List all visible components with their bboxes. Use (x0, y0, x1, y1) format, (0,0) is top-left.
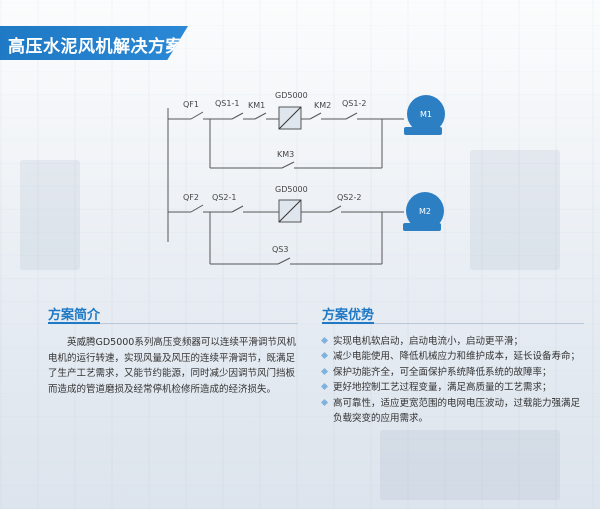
intro-title: 方案简介 (48, 308, 101, 323)
background-machinery (20, 160, 80, 270)
diamond-bullet-icon (320, 383, 329, 391)
intro-divider (48, 323, 298, 324)
advantages-list: 实现电机软启动，启动电流小，启动更平滑； 减少电能使用、降低机械应力和维护成本，… (320, 334, 586, 427)
qf1-breaker-symbol (190, 111, 204, 120)
label-qs1-2: QS1-2 (342, 99, 366, 108)
label-qs3: QS3 (272, 245, 288, 254)
label-qf1: QF1 (183, 100, 199, 109)
diamond-bullet-icon (320, 336, 329, 345)
list-item: 减少电能使用、降低机械应力和维护成本，延长设备寿命； (320, 349, 586, 364)
label-gd5000-1: GD5000 (275, 91, 308, 100)
km2-contactor-symbol (309, 112, 322, 120)
background-machinery (470, 150, 560, 270)
gd5000-inverter-icon (278, 199, 302, 223)
label-m2: M2 (419, 207, 431, 216)
diamond-bullet-icon (320, 352, 329, 360)
qs3-bypass-symbol (277, 257, 291, 265)
km3-bypass-symbol (281, 161, 295, 169)
qs2-2-switch-symbol (329, 205, 342, 213)
intro-text: 英威腾GD5000系列高压变频器可以连续平滑调节风机电机的运行转速，实现风量及风… (48, 337, 296, 395)
title-banner: 高压水泥风机解决方案 (0, 26, 188, 60)
label-km1: KM1 (248, 101, 265, 110)
intro-divider-accent (48, 322, 100, 324)
circuit-diagram: QF1 QS1-1 KM1 GD5000 KM2 QS1-2 KM3 M1 QF… (167, 91, 445, 265)
gd5000-inverter-icon (278, 106, 302, 130)
motor-m2-icon (403, 192, 444, 231)
list-item: 保护功能齐全，可全面保护系统降低系统的故障率； (320, 365, 586, 380)
page-title: 高压水泥风机解决方案 (8, 37, 183, 57)
list-item: 更好地控制工艺过程变量，满足高质量的工艺需求； (320, 380, 586, 395)
qf2-breaker-symbol (190, 204, 204, 213)
label-gd5000-2: GD5000 (275, 185, 308, 194)
qs1-1-switch-symbol (231, 112, 244, 120)
background-machinery (380, 430, 560, 500)
motor-m1-icon (404, 95, 445, 135)
label-m1: M1 (420, 110, 432, 119)
list-item: 实现电机软启动，启动电流小，启动更平滑； (320, 334, 586, 349)
list-item: 高可靠性，适应更宽范围的电网电压波动，过载能力强满足负载突变的应用需求。 (320, 396, 586, 427)
diamond-bullet-icon (320, 398, 329, 406)
advantages-divider (322, 323, 584, 324)
label-km2: KM2 (314, 101, 331, 110)
advantages-title: 方案优势 (322, 308, 375, 323)
label-qs2-2: QS2-2 (337, 193, 361, 202)
label-qs2-1: QS2-1 (212, 193, 236, 202)
qs2-1-switch-symbol (231, 205, 244, 213)
qs1-2-switch-symbol (345, 112, 358, 120)
label-qs1-1: QS1-1 (215, 99, 239, 108)
label-qf2: QF2 (183, 193, 199, 202)
label-km3: KM3 (277, 150, 294, 159)
advantages-divider-accent (322, 322, 374, 324)
diamond-bullet-icon (320, 367, 329, 375)
km1-contactor-symbol (254, 112, 267, 120)
